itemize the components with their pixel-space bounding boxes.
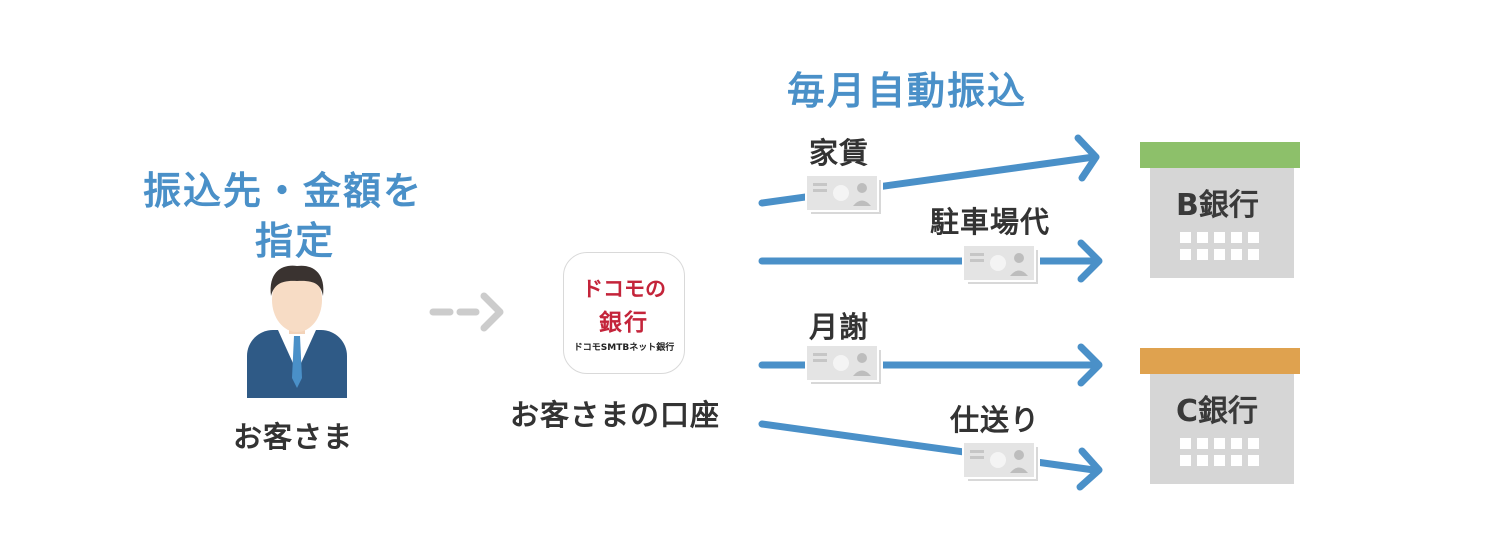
app-icon-line2: 銀行 [599, 310, 649, 336]
transfer-arrow-parking [758, 239, 1103, 283]
docomo-bank-app-icon: ドコモの 銀行 ドコモSMTBネット銀行 [563, 252, 685, 374]
transfer-label-rent: 家賃 [809, 136, 870, 170]
bank-b-name: B銀行 [1176, 188, 1259, 223]
app-icon-line3: ドコモSMTBネット銀行 [573, 343, 675, 353]
bank-building-icon-b [1140, 142, 1300, 278]
customer-label: お客さま [233, 420, 354, 454]
account-label: お客さまの口座 [510, 398, 721, 432]
banknote-icon [805, 344, 883, 386]
bank-c-name: C銀行 [1176, 394, 1259, 429]
transfer-arrow-allowance [758, 420, 1103, 491]
customer-person-icon [247, 265, 347, 398]
banknote-icon [962, 244, 1040, 286]
app-icon-line1: ドコモの [582, 277, 666, 301]
transfer-label-tuition: 月謝 [809, 310, 870, 344]
dashed-arrow-icon [429, 292, 504, 332]
left-heading-line1: 振込先・金額を [143, 169, 424, 213]
bank-building-icon-c [1140, 348, 1300, 484]
transfer-label-parking: 駐車場代 [930, 205, 1051, 239]
banknote-icon [962, 441, 1040, 483]
left-heading-line2: 指定 [255, 219, 336, 263]
transfer-label-allowance: 仕送り [950, 403, 1041, 437]
banknote-icon [805, 174, 883, 216]
transfer-heading: 毎月自動振込 [787, 69, 1028, 113]
